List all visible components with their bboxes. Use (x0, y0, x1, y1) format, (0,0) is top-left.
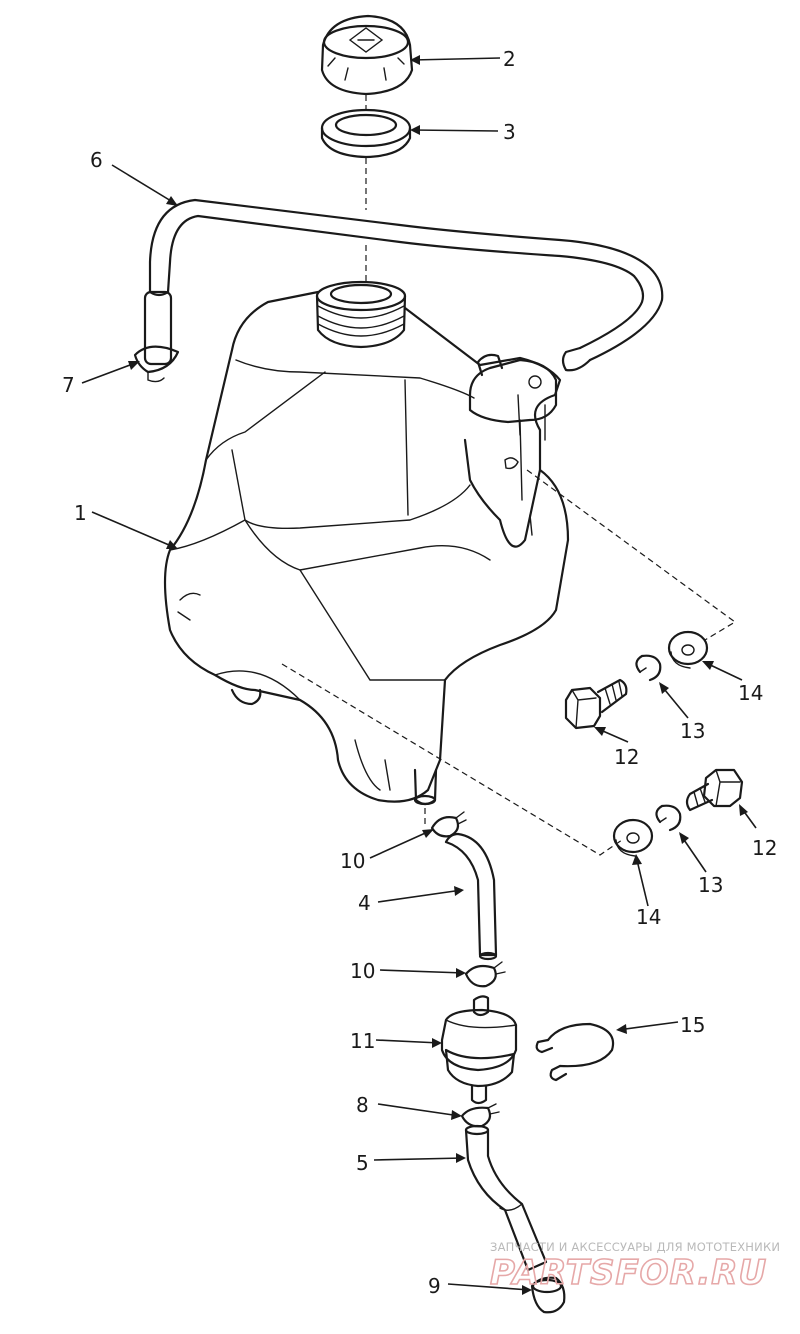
fuel-cap (320, 14, 414, 96)
callout-14-lower: 14 (636, 905, 661, 929)
callout-2: 2 (503, 47, 516, 71)
callout-15: 15 (680, 1013, 705, 1037)
fuel-hose-4 (444, 832, 498, 961)
breather-hose (148, 198, 664, 372)
callout-10-lower: 10 (350, 959, 375, 983)
hose-clip-7 (133, 290, 180, 383)
callout-14-upper: 14 (738, 681, 763, 705)
assembly-center-lines (281, 95, 737, 856)
callout-8: 8 (356, 1093, 369, 1117)
lock-washer-lower (655, 804, 682, 832)
callout-5: 5 (356, 1151, 369, 1175)
filler-neck (315, 280, 407, 349)
callout-12-lower: 12 (752, 836, 777, 860)
bolt-upper (564, 678, 628, 730)
plain-washer-upper (667, 630, 709, 669)
tank-outlet (413, 768, 438, 806)
lock-washer-upper (635, 654, 662, 682)
hose-clamp-lower (464, 961, 506, 988)
callout-1: 1 (74, 501, 87, 525)
watermark-tagline: ЗАПЧАСТИ И АКСЕССУАРЫ ДЛЯ МОТОТЕХНИКИ (490, 1240, 780, 1254)
callout-labels: 1 2 3 4 5 6 7 8 9 10 10 11 12 12 13 13 1… (62, 47, 777, 1298)
callout-7: 7 (62, 373, 75, 397)
callout-6: 6 (90, 148, 103, 172)
filter-clip (535, 1022, 615, 1082)
callout-11: 11 (350, 1029, 375, 1053)
callout-13-upper: 13 (680, 719, 705, 743)
callout-10-upper: 10 (340, 849, 365, 873)
fuel-hose-5 (464, 1124, 548, 1272)
callout-9: 9 (428, 1274, 441, 1298)
callout-4: 4 (358, 891, 371, 915)
callout-3: 3 (503, 120, 516, 144)
bolt-lower (685, 768, 744, 812)
hose-clamp-upper (430, 811, 467, 838)
fuel-filter (440, 995, 518, 1105)
hose-end-9 (530, 1276, 566, 1314)
leader-lines (81, 55, 757, 1295)
watermark: ЗАПЧАСТИ И АКСЕССУАРЫ ДЛЯ МОТОТЕХНИКИ PA… (489, 1240, 780, 1294)
cap-gasket (320, 108, 412, 159)
plain-washer-lower (612, 818, 654, 857)
hose-clamp-8 (460, 1103, 500, 1128)
fuel-tank (163, 290, 570, 803)
callout-12-upper: 12 (614, 745, 639, 769)
callout-13-lower: 13 (698, 873, 723, 897)
watermark-logo: PARTSFOR.RU (490, 1253, 767, 1293)
